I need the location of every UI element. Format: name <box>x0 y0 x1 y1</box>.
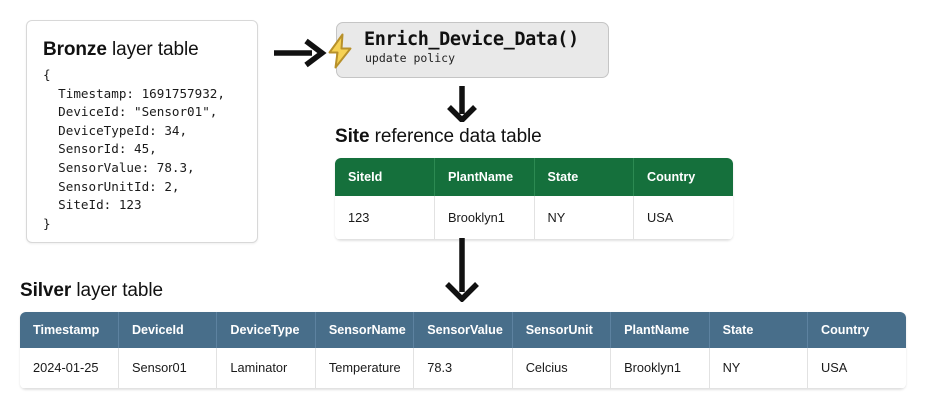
silver-column-header: SensorValue <box>413 312 513 348</box>
silver-cell: USA <box>807 348 906 389</box>
silver-column-header: SensorName <box>315 312 415 348</box>
site-cell: NY <box>534 196 634 240</box>
silver-cell: Laminator <box>216 348 316 389</box>
site-column-header: PlantName <box>434 158 535 196</box>
arrow-right-icon <box>274 38 327 68</box>
site-table-title: Site reference data table <box>335 126 542 148</box>
silver-cell: Sensor01 <box>118 348 218 389</box>
site-cell: 123 <box>335 196 435 240</box>
bronze-json-payload: { Timestamp: 1691757932, DeviceId: "Sens… <box>43 67 225 231</box>
silver-table-header-row: Timestamp DeviceId DeviceType SensorName… <box>20 312 906 348</box>
site-table-title-strong: Site <box>335 126 370 147</box>
bronze-layer-card: Bronze layer table { Timestamp: 16917579… <box>26 20 258 243</box>
site-cell: USA <box>633 196 733 240</box>
bronze-layer-title-strong: Bronze <box>43 39 107 60</box>
silver-cell: 2024-01-25 <box>20 348 119 389</box>
site-table-title-rest: reference data table <box>369 126 542 147</box>
silver-cell: 78.3 <box>413 348 513 389</box>
site-column-header: State <box>534 158 634 196</box>
site-column-header: Country <box>633 158 733 196</box>
silver-column-header: State <box>709 312 809 348</box>
silver-table-title-strong: Silver <box>20 280 72 301</box>
silver-column-header: DeviceType <box>216 312 316 348</box>
silver-cell: Celcius <box>512 348 612 389</box>
silver-column-header: PlantName <box>610 312 710 348</box>
silver-table-title: Silver layer table <box>20 280 163 302</box>
site-cell: Brooklyn1 <box>434 196 535 240</box>
update-policy-box[interactable]: Enrich_Device_Data() update policy <box>336 22 609 78</box>
silver-cell: NY <box>709 348 809 389</box>
silver-column-header: SensorUnit <box>512 312 612 348</box>
silver-table-title-rest: layer table <box>71 280 163 301</box>
table-row: 2024-01-25 Sensor01 Laminator Temperatur… <box>20 348 906 389</box>
site-reference-data-table: SiteId PlantName State Country 123 Brook… <box>335 158 733 240</box>
bronze-layer-title-rest: layer table <box>106 39 199 60</box>
lightning-bolt-icon <box>328 33 352 69</box>
silver-cell: Brooklyn1 <box>610 348 710 389</box>
arrow-down-icon <box>445 238 479 302</box>
silver-cell: Temperature <box>315 348 415 389</box>
function-name-label: Enrich_Device_Data() <box>364 29 579 50</box>
site-column-header: SiteId <box>335 158 435 196</box>
site-table-header-row: SiteId PlantName State Country <box>335 158 733 196</box>
silver-column-header: Country <box>807 312 906 348</box>
arrow-down-icon <box>447 86 477 122</box>
silver-column-header: Timestamp <box>20 312 119 348</box>
update-policy-sublabel: update policy <box>365 51 456 65</box>
bronze-layer-title: Bronze layer table <box>27 21 257 61</box>
table-row: 123 Brooklyn1 NY USA <box>335 196 733 240</box>
silver-layer-table: Timestamp DeviceId DeviceType SensorName… <box>20 312 906 389</box>
silver-column-header: DeviceId <box>118 312 218 348</box>
